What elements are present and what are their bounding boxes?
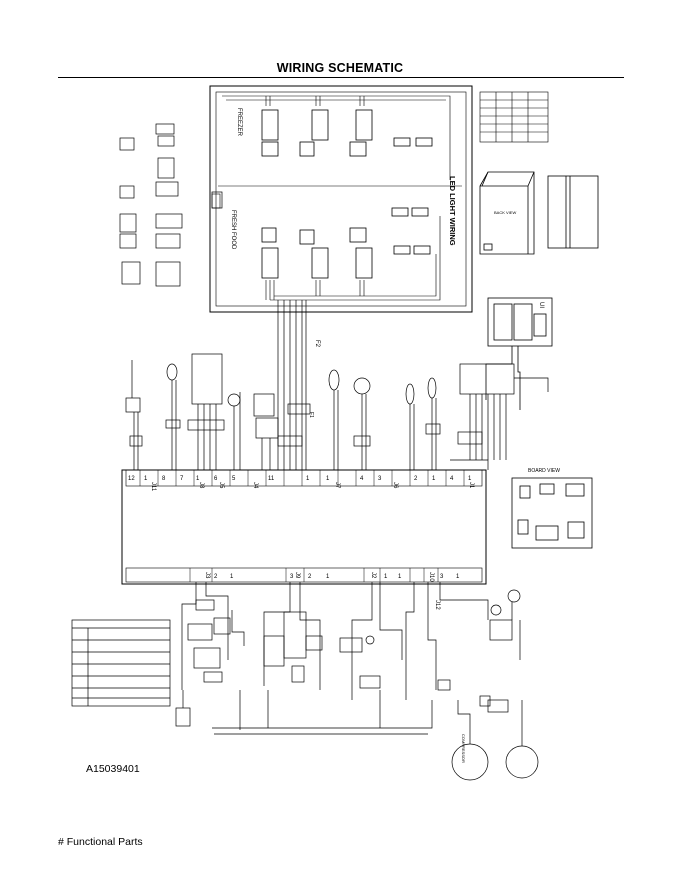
pin-number: 2	[214, 574, 218, 580]
ui-label: UI	[538, 302, 544, 308]
connector-j11: J11	[150, 482, 156, 492]
page-title: WIRING SCHEMATIC	[276, 61, 404, 75]
led-light-wiring-box	[209, 85, 473, 313]
pin-number: 1	[468, 476, 472, 482]
board-view-label: BOARD VIEW	[528, 468, 560, 474]
connector-j2: J2	[370, 572, 376, 579]
schematic-labels: LED LIGHT WIRING FREEZER FRESH FOOD BOAR…	[230, 108, 560, 763]
pin-number: 2	[308, 574, 312, 580]
led-legend-table	[479, 91, 549, 143]
pin-number: 3	[290, 574, 294, 580]
pin-number: 1	[196, 476, 200, 482]
pin-number: 1	[398, 574, 402, 580]
title-underline	[58, 77, 624, 78]
refrigerator-back-view	[479, 171, 599, 255]
connector-j1: J1	[468, 482, 474, 489]
connector-j9: J9	[294, 572, 300, 579]
pin-number: 1	[326, 476, 330, 482]
fresh-food-label: FRESH FOOD	[230, 210, 236, 250]
connector-j7: J7	[334, 482, 340, 489]
ui-display-board	[485, 297, 553, 410]
pin-number: 11	[268, 476, 275, 482]
pin-number: 1	[144, 476, 148, 482]
connector-j4: J4	[252, 482, 258, 489]
pin-number: 3	[440, 574, 444, 580]
lower-component-wiring	[71, 582, 539, 781]
footer-note: # Functional Parts	[58, 836, 143, 848]
pin-number: 1	[306, 476, 310, 482]
board-view-diagram	[511, 477, 593, 549]
connector-j8: J8	[198, 482, 204, 489]
connector-j12: J12	[434, 600, 440, 610]
document-number: A15039401	[86, 763, 140, 775]
pin-number: 1	[384, 574, 388, 580]
connector-reference-icons	[119, 123, 223, 287]
pin-number: 5	[232, 476, 236, 482]
pin-number: 7	[180, 476, 184, 482]
f2-label: F2	[314, 340, 320, 348]
pin-number: 4	[360, 476, 364, 482]
back-view-label: BACK VIEW	[494, 210, 516, 215]
board-connector-labels: J11 J8 J5 J4 J7 J6 J1 J3 J9 J2 J10 J12	[150, 482, 474, 610]
connector-j10: J10	[428, 572, 434, 582]
pin-number: 1	[230, 574, 234, 580]
main-control-board	[121, 469, 487, 585]
pin-number: 8	[162, 476, 166, 482]
freezer-label: FREEZER	[236, 108, 242, 137]
pin-number: 4	[450, 476, 454, 482]
led-light-wiring-label: LED LIGHT WIRING	[448, 176, 457, 246]
pin-number: 1	[456, 574, 460, 580]
pin-number: 3	[378, 476, 382, 482]
pin-number: 12	[128, 476, 135, 482]
pin-number: 2	[414, 476, 418, 482]
pin-number: 1	[326, 574, 330, 580]
upper-component-wiring	[125, 300, 549, 470]
f1-label: F1	[308, 412, 314, 418]
connector-j3: J3	[204, 572, 210, 579]
board-pin-numbers: 12 1 8 7 1 6 5 11 1 1 4 3 2 1 4 1 2 1 3 …	[128, 476, 472, 580]
connector-j5: J5	[218, 482, 224, 489]
compressor-label: COMPRESSOR	[461, 734, 466, 763]
pin-number: 6	[214, 476, 218, 482]
connector-j6: J6	[392, 482, 398, 489]
pin-number: 1	[432, 476, 436, 482]
